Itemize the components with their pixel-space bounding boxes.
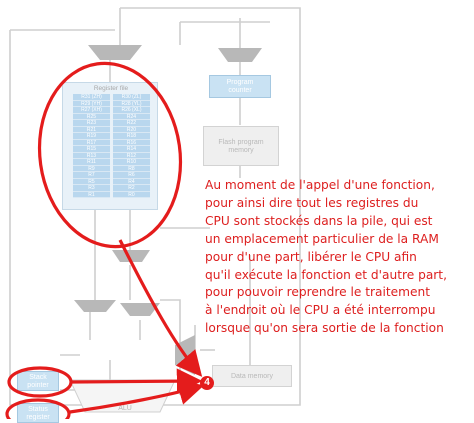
register-cell: R6 xyxy=(113,172,150,179)
register-cell: R7 xyxy=(73,172,110,179)
flash-memory-label-1: Flash program xyxy=(218,139,264,146)
stack-pointer-label-2: pointer xyxy=(27,382,49,389)
data-memory-label: Data memory xyxy=(230,373,273,380)
status-register-label-1: Status xyxy=(28,406,48,413)
register-cell: R29 (YH) xyxy=(73,101,110,107)
register-file: Register file R31 (ZH)R29 (YH)R27 (XH)R2… xyxy=(62,82,158,210)
register-cell: R19 xyxy=(73,133,110,140)
stack-pointer-highlight-ellipse xyxy=(7,366,73,398)
status-register-label-2: register xyxy=(26,414,50,421)
flash-memory-box: Flash program memory xyxy=(203,126,279,166)
mux-top-left xyxy=(88,45,142,60)
register-cell: R20 xyxy=(113,127,150,133)
register-cell: R11 xyxy=(73,159,110,166)
register-cell: R2 xyxy=(113,185,150,192)
flash-memory-label-2: memory xyxy=(228,147,254,154)
register-file-highlight-ellipse xyxy=(37,61,183,249)
register-cell: R24 xyxy=(113,114,150,120)
annotation-line: lorsque qu'on sera sortie de la fonction xyxy=(205,321,444,336)
register-cell: R10 xyxy=(113,159,150,166)
register-cell: R26 (XL) xyxy=(113,107,150,114)
arrow-from-stack-pointer xyxy=(71,368,203,394)
mux-bottom-right xyxy=(120,303,160,316)
register-cell: R30 (ZL) xyxy=(113,94,150,101)
mux-middle xyxy=(112,250,150,262)
annotation-line: pour ainsi dire tout les registres du xyxy=(205,195,419,210)
register-cell: R14 xyxy=(113,146,150,153)
register-cell: R22 xyxy=(113,120,150,127)
annotation-line: Au moment de l'appel d'une fonction, xyxy=(205,178,435,192)
stack-pointer-label-1: Stack xyxy=(29,374,47,381)
register-cell: R27 (XH) xyxy=(73,107,110,114)
program-counter-box: Program counter xyxy=(209,75,271,98)
register-cell: R23 xyxy=(73,120,110,127)
register-cell: R12 xyxy=(113,153,150,159)
data-memory-box: Data memory xyxy=(212,365,292,387)
register-cell: R5 xyxy=(73,179,110,185)
mux-bottom-left xyxy=(74,300,116,312)
register-cell: R8 xyxy=(113,166,150,172)
register-cell: R13 xyxy=(73,153,110,159)
annotation-line: un emplacement particulier de la RAM xyxy=(205,231,439,246)
register-cell: R4 xyxy=(113,179,150,185)
mux-top-right xyxy=(218,48,262,62)
register-cell: R3 xyxy=(73,185,110,192)
register-cell: R9 xyxy=(73,166,110,172)
arrow-from-register-file xyxy=(118,239,203,377)
register-cell: R28 (YL) xyxy=(113,101,150,107)
step-marker-number: 4 xyxy=(204,377,210,388)
register-cell: R16 xyxy=(113,140,150,146)
step-marker-circle xyxy=(200,376,214,390)
annotation-line: à l'endroit où le CPU a été interrompu xyxy=(205,303,436,318)
status-register-highlight-ellipse xyxy=(5,398,71,419)
stack-pointer-box: Stack pointer xyxy=(17,371,59,391)
annotation-line: qu'il exécute la fonction et d'autre par… xyxy=(205,267,447,282)
register-cell: R18 xyxy=(113,133,150,140)
annotation-line: CPU sont stockés dans la pile, qui est xyxy=(205,213,433,228)
annotation-text: Au moment de l'appel d'une fonction, pou… xyxy=(205,177,473,338)
program-counter-label-1: Program xyxy=(226,79,254,86)
alu-label: ALU xyxy=(118,405,132,412)
register-cell: R15 xyxy=(73,146,110,153)
register-cell: R31 (ZH) xyxy=(73,94,110,101)
annotation-line: pour pouvoir reprendre le traitement xyxy=(205,285,431,300)
register-cell: R17 xyxy=(73,140,110,146)
program-counter-label-2: counter xyxy=(228,87,252,94)
register-cell: R1 xyxy=(73,192,110,198)
register-cell: R25 xyxy=(73,114,110,120)
register-cell: R0 xyxy=(113,192,150,198)
annotation-line: pour d'une part, libérer le CPU afin xyxy=(205,249,417,264)
register-cell: R21 xyxy=(73,127,110,133)
arrow-from-status-register xyxy=(69,379,205,414)
register-file-title: Register file xyxy=(93,85,129,92)
